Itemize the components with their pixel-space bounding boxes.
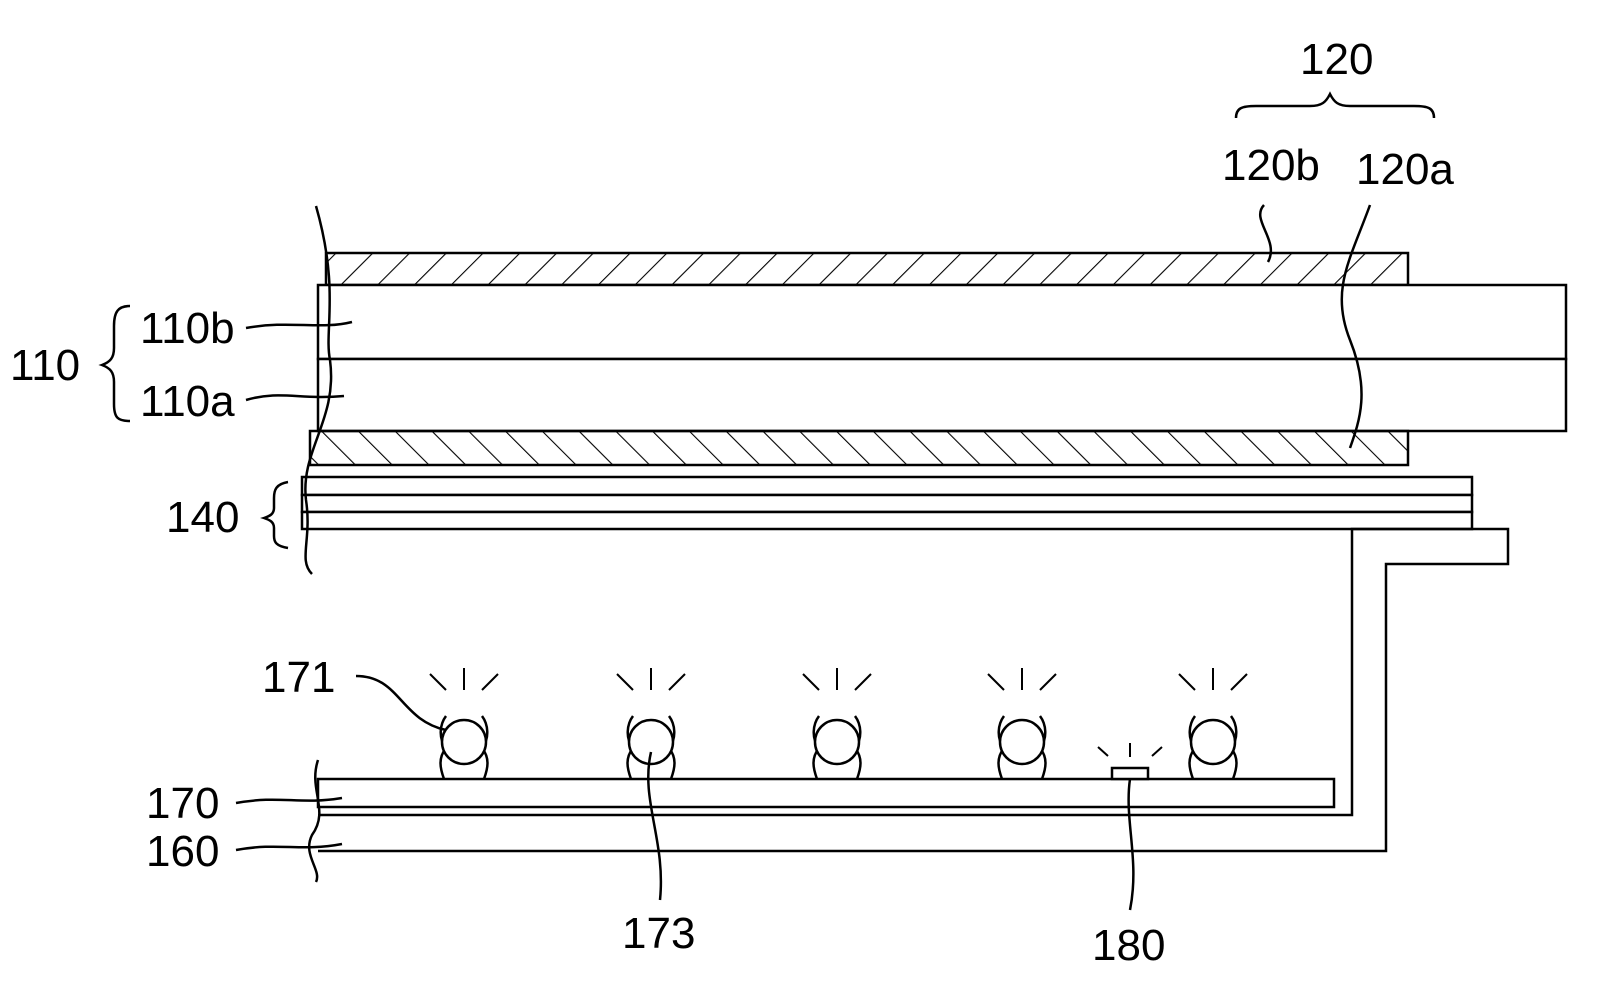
label-110: 110 [10, 341, 80, 390]
label-120b: 120b [1222, 141, 1320, 190]
optical-sheet-2 [302, 495, 1472, 512]
light-source-3 [803, 668, 871, 779]
light-source-group [430, 668, 1247, 779]
leader-160 [236, 844, 342, 850]
optical-sheet-3 [302, 512, 1472, 529]
label-160: 160 [146, 827, 219, 876]
sensor-180 [1098, 743, 1162, 779]
layer-120a-hatched [310, 431, 1408, 465]
light-source-1 [430, 668, 498, 779]
board-170 [318, 779, 1334, 807]
layer-120b-hatched [326, 253, 1408, 285]
substrate-110b [318, 285, 1566, 359]
label-171: 171 [262, 653, 335, 702]
brace-110 [102, 306, 130, 421]
leader-173 [648, 752, 661, 900]
label-180: 180 [1092, 921, 1165, 970]
label-170: 170 [146, 779, 219, 828]
light-source-2 [617, 668, 685, 779]
leader-171 [356, 676, 446, 730]
optical-sheet-1 [302, 477, 1472, 495]
light-source-5 [1179, 668, 1247, 779]
brace-140 [264, 482, 288, 548]
light-source-4 [988, 668, 1056, 779]
label-120: 120 [1300, 35, 1373, 84]
label-120a: 120a [1356, 145, 1454, 194]
label-110b: 110b [140, 304, 235, 353]
brace-120 [1236, 94, 1434, 118]
label-173: 173 [622, 909, 695, 958]
substrate-110a [318, 359, 1566, 431]
label-140: 140 [166, 493, 239, 542]
label-110a: 110a [140, 377, 235, 426]
